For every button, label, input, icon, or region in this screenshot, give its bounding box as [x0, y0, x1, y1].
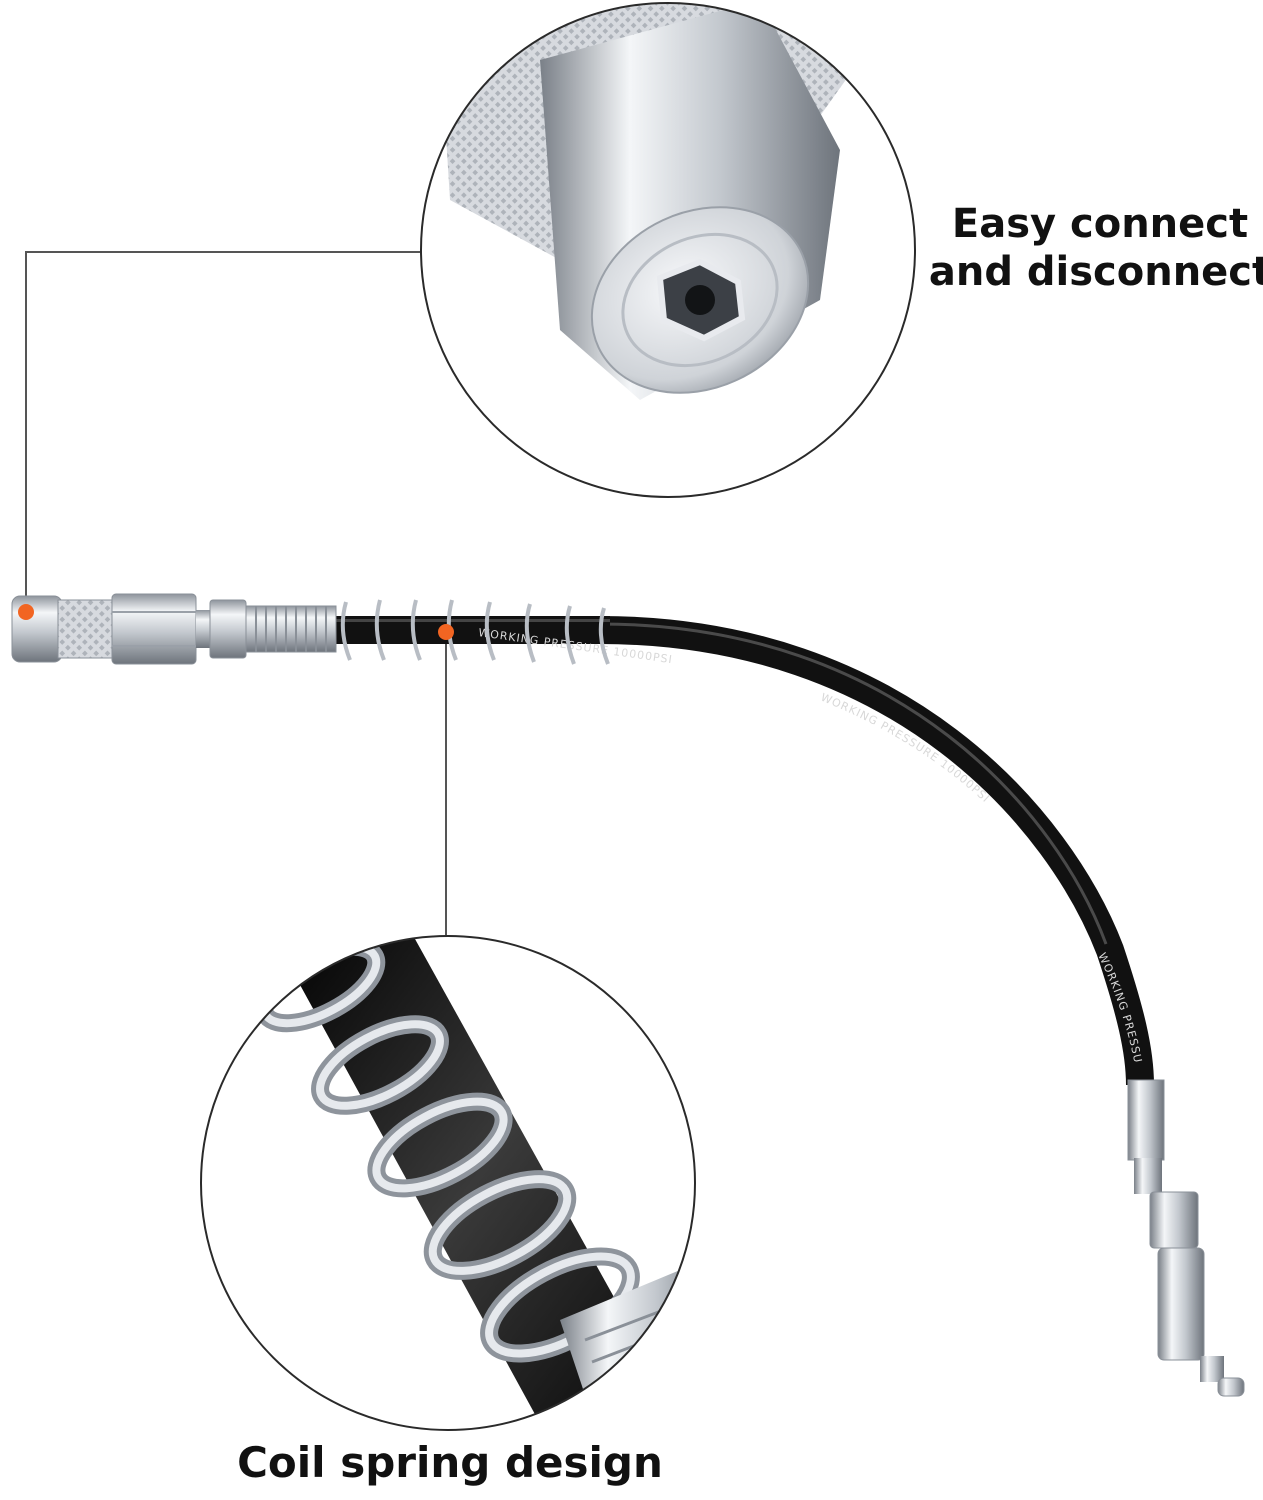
- closeup-frame-top: [420, 2, 916, 498]
- end-fitting: [1127, 1079, 1245, 1397]
- callout-lines: [25, 251, 447, 935]
- caption-line: and disconnect: [928, 249, 1263, 295]
- spring-closeup: [200, 935, 696, 1431]
- coupler: [11, 593, 247, 665]
- callout-line-top: [25, 251, 420, 612]
- caption-easy-connect: Easy connect and disconnect: [920, 200, 1263, 296]
- closeup-frame-bottom: [200, 935, 696, 1431]
- orange-dot-icon: [438, 624, 454, 640]
- coupler-closeup: [420, 2, 916, 498]
- threaded-ferrule: [245, 605, 337, 653]
- orange-dot-icon: [18, 604, 34, 620]
- caption-line: Easy connect: [951, 201, 1249, 247]
- caption-coil-spring: Coil spring design: [237, 1438, 663, 1487]
- hose: [599, 616, 1154, 1086]
